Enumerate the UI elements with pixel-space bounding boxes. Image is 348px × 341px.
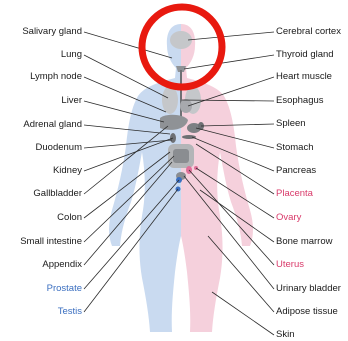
label-kidney: Kidney xyxy=(53,165,82,177)
heart-organ xyxy=(180,99,192,113)
label-stomach: Stomach xyxy=(276,142,314,154)
label-heart-muscle: Heart muscle xyxy=(276,71,332,83)
label-prostate: Prostate xyxy=(47,283,82,295)
small-intestine-organ xyxy=(173,149,189,163)
pancreas-organ xyxy=(182,135,196,139)
label-spleen: Spleen xyxy=(276,118,306,130)
label-lung: Lung xyxy=(61,49,82,61)
label-appendix: Appendix xyxy=(42,259,82,271)
label-salivary-gland: Salivary gland xyxy=(22,26,82,38)
label-ovary: Ovary xyxy=(276,212,301,224)
label-bone-marrow: Bone marrow xyxy=(276,236,333,248)
label-esophagus: Esophagus xyxy=(276,95,324,107)
leader-line-cerebral-cortex xyxy=(188,32,274,40)
lung-left-organ xyxy=(162,86,178,114)
leader-line-thyroid-gland xyxy=(184,55,274,69)
label-adrenal-gland: Adrenal gland xyxy=(23,119,82,131)
label-uterus: Uterus xyxy=(276,259,304,271)
label-duodenum: Duodenum xyxy=(36,142,82,154)
leader-line-salivary-gland xyxy=(84,32,172,58)
label-colon: Colon xyxy=(57,212,82,224)
label-thyroid-gland: Thyroid gland xyxy=(276,49,334,61)
leader-line-skin xyxy=(212,292,274,335)
label-lymph-node: Lymph node xyxy=(30,71,82,83)
label-small-intestine: Small intestine xyxy=(20,236,82,248)
label-cerebral-cortex: Cerebral cortex xyxy=(276,26,341,38)
label-urinary-bladder: Urinary bladder xyxy=(276,283,341,295)
label-adipose-tissue: Adipose tissue xyxy=(276,306,338,318)
label-gallbladder: Gallbladder xyxy=(33,188,82,200)
label-pancreas: Pancreas xyxy=(276,165,316,177)
label-liver: Liver xyxy=(61,95,82,107)
label-placenta: Placenta xyxy=(276,188,313,200)
label-testis: Testis xyxy=(58,306,82,318)
label-skin: Skin xyxy=(276,329,294,341)
